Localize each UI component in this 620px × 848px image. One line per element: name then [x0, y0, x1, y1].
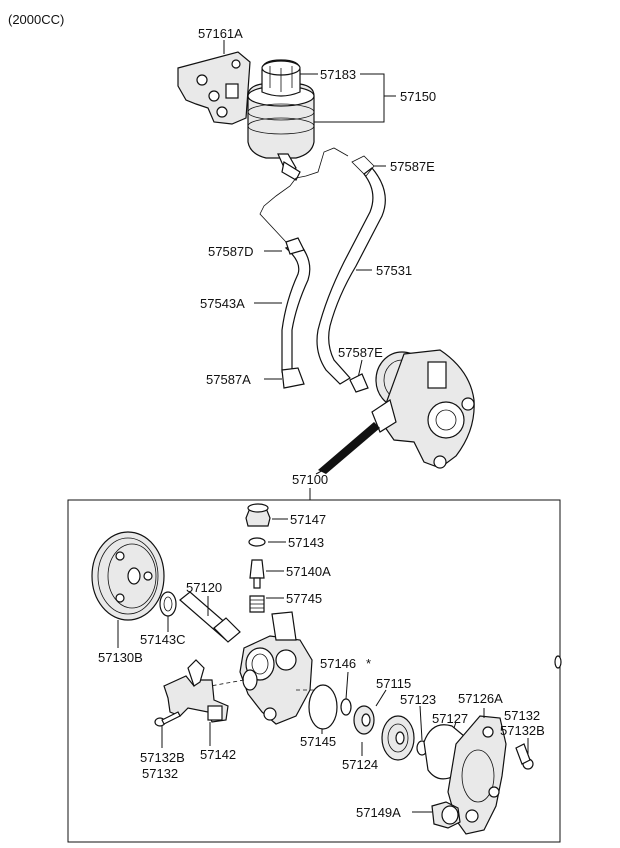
pulley [91, 531, 165, 621]
label-57140A: 57140A [286, 564, 331, 579]
label-57543A: 57543A [200, 296, 245, 311]
label-57149A: 57149A [356, 805, 401, 820]
fitting-bushing [431, 801, 461, 829]
label-57143: 57143 [288, 535, 324, 550]
pump-body [187, 611, 330, 725]
label-57146: 57146 [320, 656, 356, 671]
label-57587D: 57587D [208, 244, 254, 259]
label-57132-right: 57132 [504, 708, 540, 723]
label-57124: 57124 [342, 757, 378, 772]
edge-ring [554, 655, 562, 669]
rear-cover [447, 715, 507, 835]
label-57100: 57100 [292, 472, 328, 487]
label-57127: 57127 [432, 711, 468, 726]
label-57132-left: 57132 [142, 766, 178, 781]
hose-clamp [349, 373, 369, 393]
flow-control-valve-stack [245, 503, 271, 613]
o-ring-small [340, 698, 352, 716]
label-57147: 57147 [290, 512, 326, 527]
cover-bolt [515, 743, 534, 770]
rotor-cam-ring [381, 715, 415, 761]
label-57123: 57123 [400, 692, 436, 707]
label-57745: 57745 [286, 591, 322, 606]
label-57132B-right: 57132B [500, 723, 545, 738]
return-hose [316, 155, 386, 385]
pump-assembly-overview [371, 349, 475, 469]
o-ring [308, 684, 338, 730]
label-57120: 57120 [186, 580, 222, 595]
label-57115: 57115 [376, 676, 411, 691]
exploded-view-frame [67, 499, 561, 843]
reservoir-assembly [247, 59, 315, 181]
label-57126A: 57126A [458, 691, 503, 706]
label-57183: 57183 [320, 67, 356, 82]
label-57587E-mid: 57587E [338, 345, 383, 360]
explode-arrow [318, 422, 380, 474]
label-57150: 57150 [400, 89, 436, 104]
reservoir-bracket [177, 51, 251, 125]
pump-bracket [163, 659, 229, 723]
label-57145: 57145 [300, 734, 336, 749]
label-57143C: 57143C [140, 632, 186, 647]
label-57132B-left: 57132B [140, 750, 185, 765]
engine-variant-label: (2000CC) [8, 12, 64, 27]
label-57130B: 57130B [98, 650, 143, 665]
label-57142: 57142 [200, 747, 236, 762]
label-57161A: 57161A [198, 26, 243, 41]
pressure-plate [353, 705, 375, 735]
label-57531: 57531 [376, 263, 412, 278]
drive-shaft [179, 591, 241, 643]
oil-seal [159, 591, 177, 617]
mounting-bolt [154, 711, 181, 727]
label-57146-asterisk: * [366, 656, 371, 671]
label-57587A: 57587A [206, 372, 251, 387]
label-57587E-top: 57587E [390, 159, 435, 174]
supply-hose [281, 237, 311, 389]
